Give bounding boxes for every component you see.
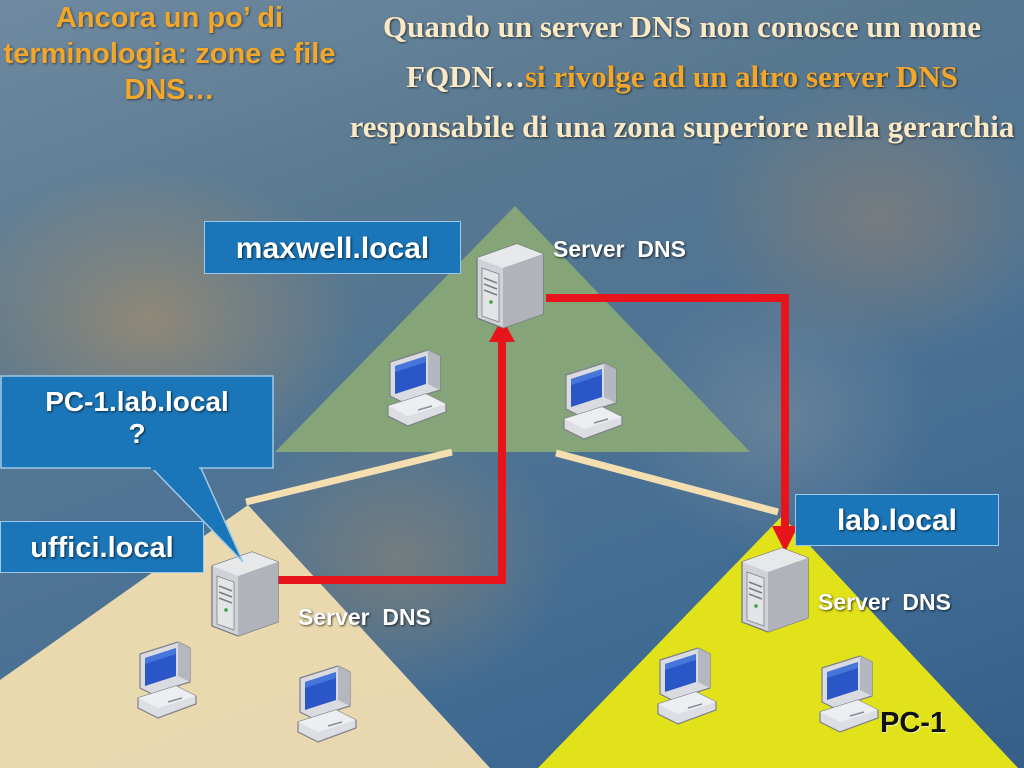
callout-query: PC-1.lab.local: [45, 386, 229, 417]
connector-right: [555, 449, 779, 516]
connector-left: [245, 448, 453, 506]
slide-title: Ancora un po’ di terminologia: zone e fi…: [3, 2, 336, 106]
computer-icon: [297, 665, 357, 743]
zone-uffici-triangle: [0, 505, 490, 768]
computer-icon: [387, 349, 447, 427]
server-label-top: Server DNS: [553, 236, 686, 262]
computer-icon: [819, 655, 879, 733]
computer-icon: [563, 362, 623, 440]
server-label-left: Server DNS: [298, 604, 431, 630]
server-icon: [211, 551, 279, 637]
callout-bubble: [0, 375, 274, 563]
server-icon: [476, 243, 544, 329]
computer-icon: [657, 647, 717, 725]
callout-question-mark: ?: [128, 418, 146, 449]
pc-label: PC-1: [880, 707, 947, 739]
computer-icon: [137, 641, 197, 719]
zone-label-lab: lab.local: [795, 494, 999, 546]
query-arrow-up: [263, 318, 515, 584]
subtitle-part1: Quando un server DNS non conosce un nome…: [383, 9, 981, 94]
subtitle-highlight: si rivolge ad un altro server DNS: [524, 59, 958, 94]
query-arrow-down: [546, 294, 798, 552]
slide-subtitle: Quando un server DNS non conosce un nome…: [340, 2, 1024, 152]
server-icon: [741, 547, 809, 633]
server-label-right: Server DNS: [818, 589, 951, 615]
subtitle-part2: responsabile di una zona superiore nella…: [349, 109, 1015, 144]
callout-text: PC-1.lab.local ?: [4, 378, 270, 464]
zone-label-uffici: uffici.local: [0, 521, 204, 573]
zone-label-maxwell: maxwell.local: [204, 221, 461, 274]
